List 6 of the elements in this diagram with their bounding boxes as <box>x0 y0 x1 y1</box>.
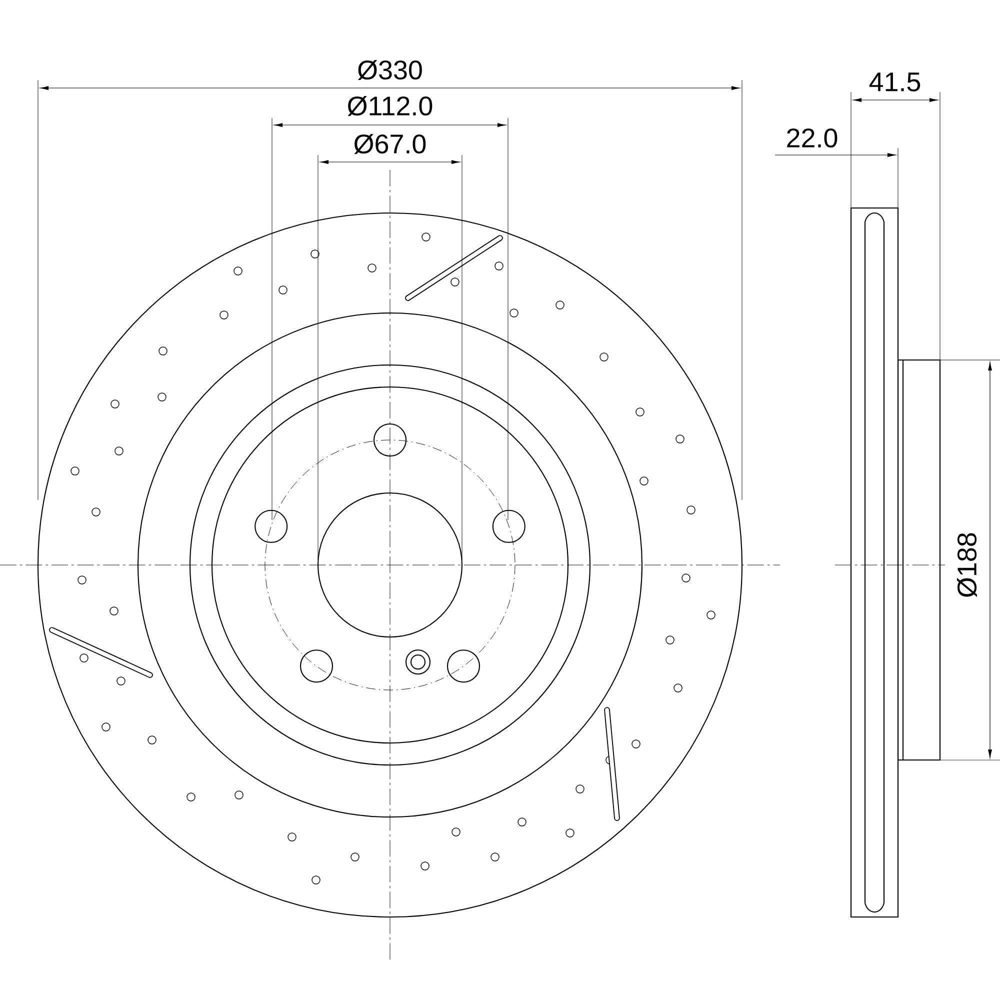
dimension-label: Ø112.0 <box>348 96 432 116</box>
dimension-label: 41.5 <box>869 72 920 92</box>
dimension-label: Ø67.0 <box>354 134 426 154</box>
dimension-label: Ø330 <box>358 60 422 80</box>
dimension-label: 22.0 <box>787 128 838 148</box>
dimension-label: Ø188 <box>957 533 977 598</box>
